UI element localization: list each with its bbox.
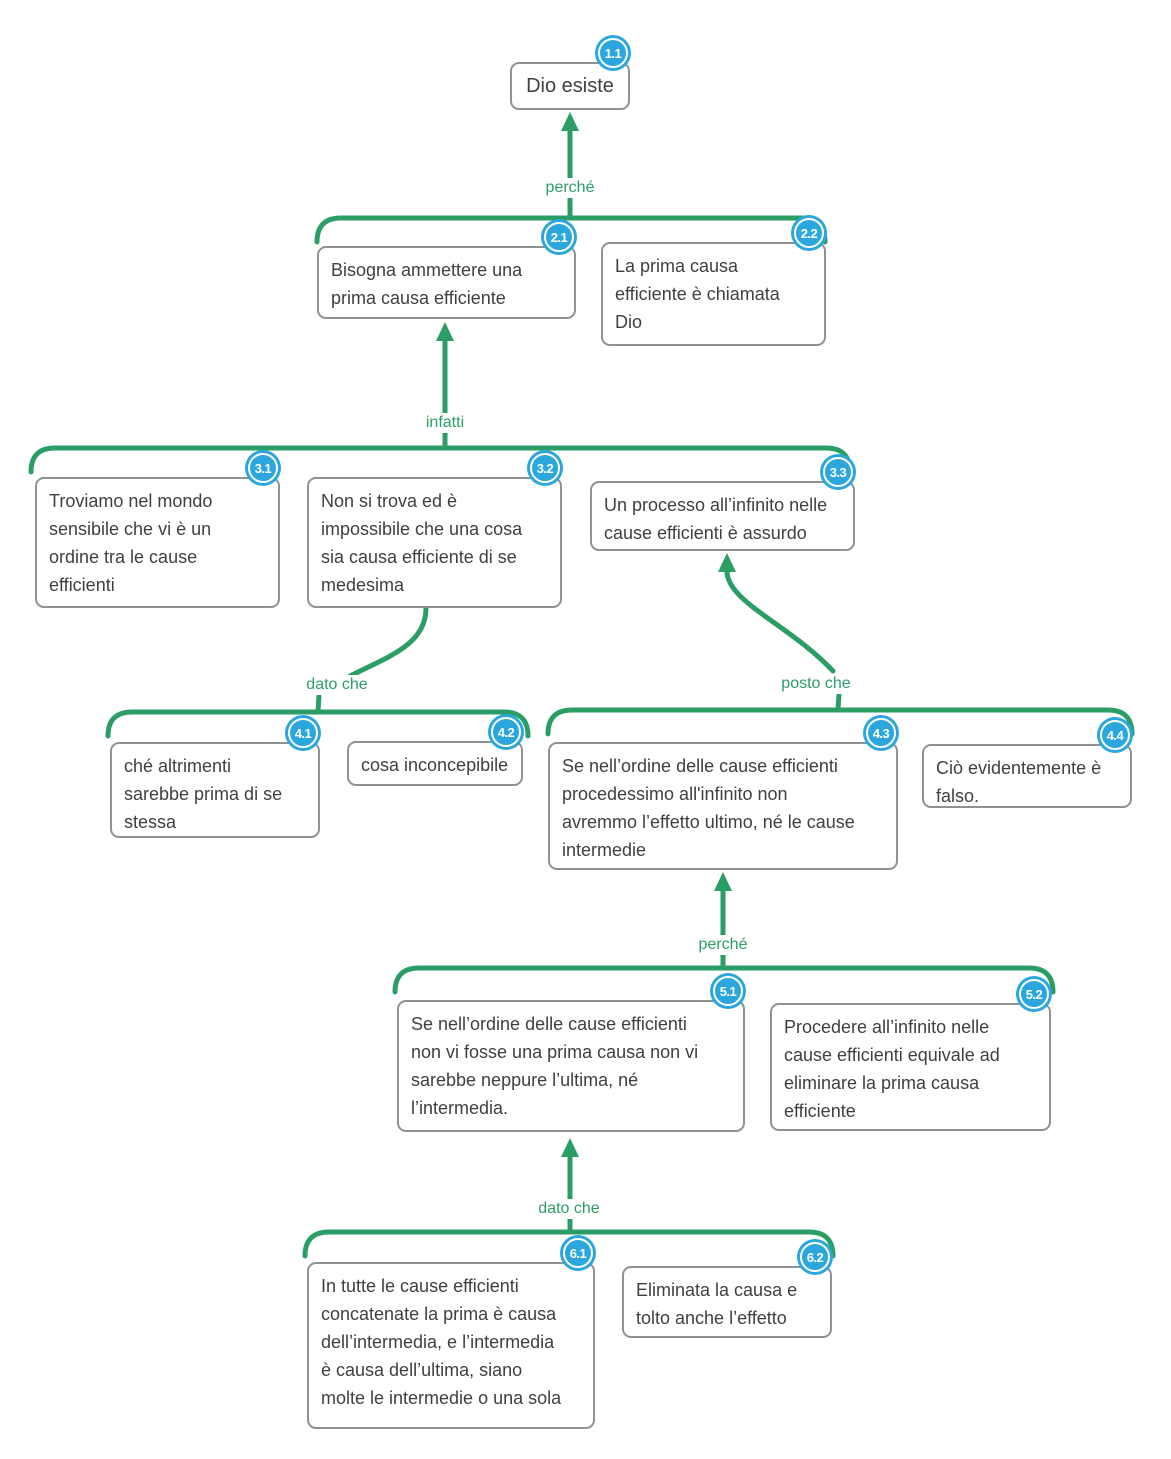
node-3-1-text: Troviamo nel mondo sensibile che vi è un… [49, 491, 213, 595]
node-1-1[interactable]: Dio esiste [510, 62, 630, 110]
arrowhead-to-node-1-1 [561, 112, 579, 131]
node-2-2-badge: 2.2 [794, 218, 824, 248]
node-5-1-text: Se nell’ordine delle cause efficienti no… [411, 1014, 699, 1118]
joint-label-dato-che-bottom[interactable]: dato che [533, 1199, 605, 1219]
node-3-3-badge: 3.3 [823, 457, 853, 487]
node-5-2-badge: 5.2 [1019, 979, 1049, 1009]
bracket-row-3 [28, 445, 853, 475]
node-3-3[interactable]: Un processo all’infinito nelle cause eff… [590, 481, 855, 551]
node-6-1[interactable]: In tutte le cause efficienti concatenate… [307, 1262, 595, 1429]
joint-label-infatti[interactable]: infatti [420, 413, 470, 433]
node-4-2-text: cosa inconcepibile [361, 755, 509, 775]
bracket-row-5 [392, 965, 1056, 995]
node-4-3[interactable]: Se nell’ordine delle cause efficienti pr… [548, 742, 898, 870]
node-5-2-text: Procedere all’infinito nelle cause effic… [784, 1017, 1000, 1121]
joint-label-perche-top[interactable]: perché [540, 178, 600, 198]
joint-label-posto-che[interactable]: posto che [776, 674, 856, 694]
bracket-row-4b [545, 707, 1135, 737]
arrowhead-to-node-2-1 [436, 322, 454, 341]
node-2-2[interactable]: La prima causa efficiente è chiamata Dio [601, 242, 826, 346]
bracket-row-6 [302, 1229, 836, 1259]
node-3-1-badge: 3.1 [248, 453, 278, 483]
node-3-2-badge: 3.2 [530, 453, 560, 483]
node-6-1-badge: 6.1 [563, 1238, 593, 1268]
connector-stem-dato-che [315, 693, 322, 715]
node-4-2[interactable]: cosa inconcepibile [347, 741, 523, 786]
node-2-2-text: La prima causa efficiente è chiamata Dio [615, 256, 780, 332]
node-2-1-text: Bisogna ammettere una prima causa effici… [331, 260, 523, 308]
node-3-1[interactable]: Troviamo nel mondo sensibile che vi è un… [35, 477, 280, 608]
node-4-4-badge: 4.4 [1100, 720, 1130, 750]
node-3-3-text: Un processo all’infinito nelle cause eff… [604, 495, 828, 543]
node-4-1-badge: 4.1 [288, 718, 318, 748]
joint-label-dato-che[interactable]: dato che [301, 675, 373, 695]
node-2-1[interactable]: Bisogna ammettere una prima causa effici… [317, 246, 576, 319]
connector-curve-posto-che [724, 568, 836, 674]
node-6-2-text: Eliminata la causa e tolto anche l’effet… [636, 1280, 798, 1328]
connector-curve-dato-che [347, 605, 429, 679]
node-5-1-badge: 5.1 [713, 976, 743, 1006]
node-2-1-badge: 2.1 [544, 222, 574, 252]
joint-label-perche-mid[interactable]: perché [693, 935, 753, 955]
node-6-2[interactable]: Eliminata la causa e tolto anche l’effet… [622, 1266, 832, 1338]
arrowhead-to-node-5-1 [561, 1138, 579, 1157]
node-4-4-text: Ciò evidentemente è falso. [936, 758, 1102, 806]
node-4-2-badge: 4.2 [491, 717, 521, 747]
node-3-2-text: Non si trova ed è impossibile che una co… [321, 491, 523, 595]
node-4-3-text: Se nell’ordine delle cause efficienti pr… [562, 756, 855, 860]
node-6-2-badge: 6.2 [800, 1242, 830, 1272]
node-5-2[interactable]: Procedere all’infinito nelle cause effic… [770, 1003, 1051, 1131]
arrowhead-to-node-3-3 [718, 553, 736, 572]
node-4-1-text: ché altrimenti sarebbe prima di se stess… [124, 756, 283, 832]
node-3-2[interactable]: Non si trova ed è impossibile che una co… [307, 477, 562, 608]
node-1-1-badge: 1.1 [598, 38, 628, 68]
node-5-1[interactable]: Se nell’ordine delle cause efficienti no… [397, 1000, 745, 1132]
node-1-1-text: Dio esiste [526, 75, 614, 97]
bracket-row-4a [105, 709, 531, 739]
node-4-4[interactable]: Ciò evidentemente è falso. [922, 744, 1132, 808]
arrowhead-to-node-4-3 [714, 872, 732, 891]
node-4-3-badge: 4.3 [866, 718, 896, 748]
connector-stem-posto-che [835, 691, 842, 713]
node-6-1-text: In tutte le cause efficienti concatenate… [321, 1276, 562, 1408]
node-4-1[interactable]: ché altrimenti sarebbe prima di se stess… [110, 742, 320, 838]
